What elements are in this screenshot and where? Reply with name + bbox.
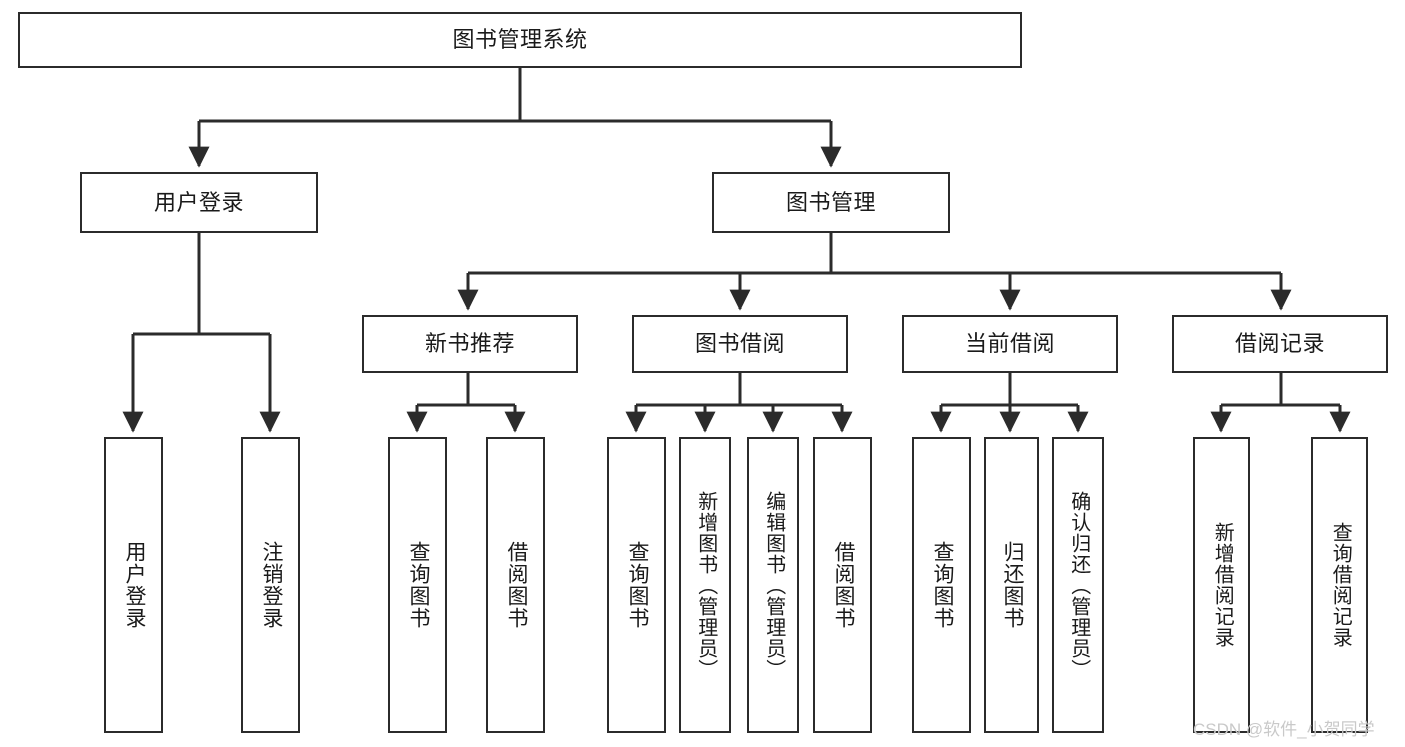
node-label: 用户登录: [153, 189, 244, 215]
leaf-query-borrow-record[interactable]: 查询借阅记录: [1311, 437, 1368, 733]
leaf-user-login[interactable]: 用户登录: [104, 437, 163, 733]
node-label: 确认归还（管理员）: [1067, 490, 1090, 680]
node-label: 查询图书: [930, 541, 954, 629]
leaf-query-book-borrow[interactable]: 查询图书: [607, 437, 666, 733]
leaf-add-book[interactable]: 新增图书（管理员）: [679, 437, 731, 733]
leaf-edit-book[interactable]: 编辑图书（管理员）: [747, 437, 799, 733]
node-label: 当前借阅: [964, 331, 1055, 357]
node-new-book-recommend[interactable]: 新书推荐: [362, 315, 578, 373]
leaf-query-book-recommend[interactable]: 查询图书: [388, 437, 447, 733]
node-label: 新增图书（管理员）: [694, 490, 717, 680]
node-label: 图书借阅: [694, 331, 785, 357]
node-label: 借阅图书: [831, 541, 855, 629]
node-label: 编辑图书（管理员）: [762, 490, 785, 680]
node-label: 图书管理: [785, 189, 876, 215]
node-borrow-record[interactable]: 借阅记录: [1172, 315, 1388, 373]
leaf-logout-login[interactable]: 注销登录: [241, 437, 300, 733]
leaf-borrow-book-recommend[interactable]: 借阅图书: [486, 437, 545, 733]
node-label: 归还图书: [1000, 541, 1024, 629]
node-label: 查询图书: [625, 541, 649, 629]
node-user-login[interactable]: 用户登录: [80, 172, 318, 233]
node-label: 新增借阅记录: [1211, 522, 1234, 648]
node-label: 新书推荐: [424, 331, 515, 357]
node-book-manage[interactable]: 图书管理: [712, 172, 950, 233]
node-label: 查询图书: [406, 541, 430, 629]
node-label: 查询借阅记录: [1329, 522, 1352, 648]
leaf-borrow-book-borrow[interactable]: 借阅图书: [813, 437, 872, 733]
leaf-add-borrow-record[interactable]: 新增借阅记录: [1193, 437, 1250, 733]
node-label: 注销登录: [259, 541, 283, 629]
leaf-query-book-current[interactable]: 查询图书: [912, 437, 971, 733]
node-label: 借阅图书: [504, 541, 528, 629]
leaf-return-book[interactable]: 归还图书: [984, 437, 1039, 733]
node-book-borrow[interactable]: 图书借阅: [632, 315, 848, 373]
node-label: 用户登录: [122, 541, 146, 629]
csdn-watermark: CSDN @软件_小贺同学: [1193, 720, 1375, 739]
node-root-system[interactable]: 图书管理系统: [18, 12, 1022, 68]
node-label: 借阅记录: [1234, 331, 1325, 357]
node-current-borrow[interactable]: 当前借阅: [902, 315, 1118, 373]
node-label: 图书管理系统: [452, 27, 588, 53]
leaf-confirm-return[interactable]: 确认归还（管理员）: [1052, 437, 1104, 733]
